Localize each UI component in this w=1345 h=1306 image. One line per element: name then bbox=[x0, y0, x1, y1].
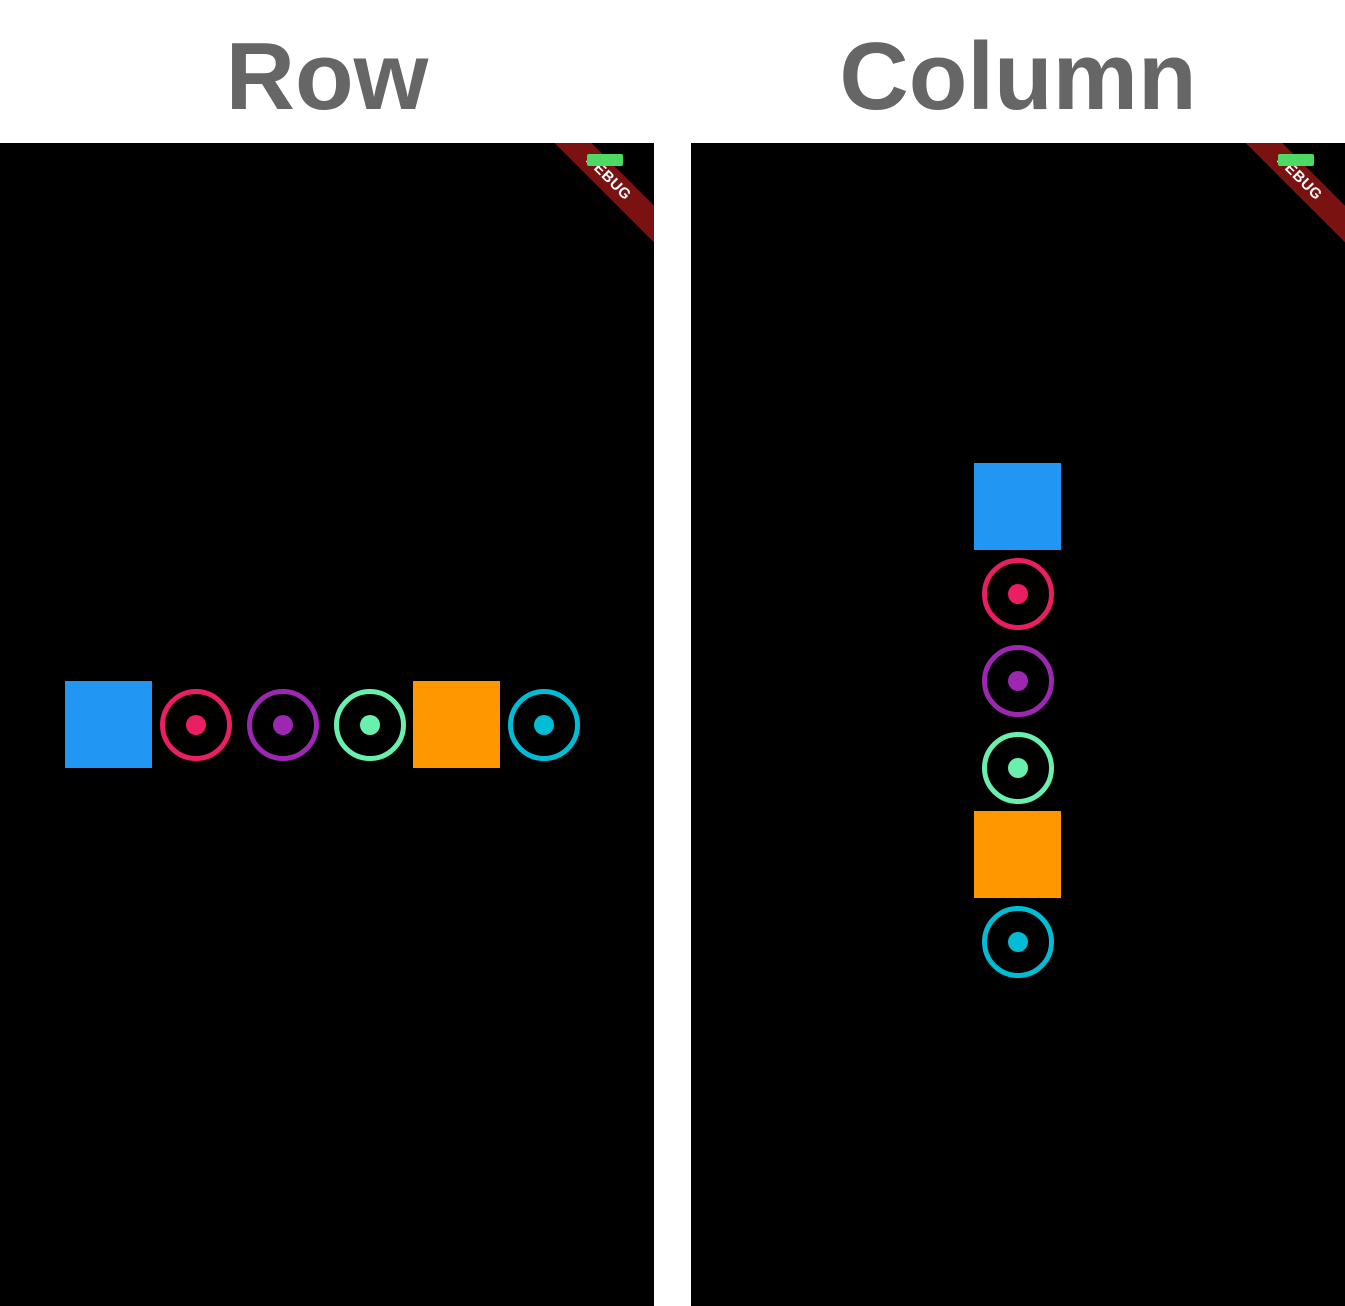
column-title: Column bbox=[839, 23, 1197, 130]
row-orange-square bbox=[413, 681, 500, 768]
radio-button-icon bbox=[981, 557, 1054, 630]
row-title: Row bbox=[225, 23, 429, 130]
battery-icon bbox=[587, 154, 623, 166]
column-layout bbox=[974, 463, 1061, 985]
column-cyan-radio bbox=[974, 898, 1061, 985]
radio-dot bbox=[1007, 583, 1028, 604]
radio-button-icon bbox=[333, 688, 406, 761]
radio-button-icon bbox=[246, 688, 319, 761]
radio-dot bbox=[272, 714, 293, 735]
radio-button-icon bbox=[159, 688, 232, 761]
column-orange-square bbox=[974, 811, 1061, 898]
radio-dot bbox=[533, 714, 554, 735]
radio-button-icon bbox=[507, 688, 580, 761]
radio-dot bbox=[359, 714, 380, 735]
row-screen: DEBUG bbox=[0, 143, 654, 1306]
row-pink-radio bbox=[152, 681, 239, 768]
row-layout bbox=[65, 681, 587, 768]
row-green-radio bbox=[326, 681, 413, 768]
radio-button-icon bbox=[981, 905, 1054, 978]
row-blue-square bbox=[65, 681, 152, 768]
column-green-radio bbox=[974, 724, 1061, 811]
row-cyan-radio bbox=[500, 681, 587, 768]
column-screen: DEBUG bbox=[691, 143, 1345, 1306]
radio-button-icon bbox=[981, 644, 1054, 717]
radio-dot bbox=[1007, 670, 1028, 691]
column-blue-square bbox=[974, 463, 1061, 550]
radio-dot bbox=[1007, 931, 1028, 952]
row-purple-radio bbox=[239, 681, 326, 768]
radio-dot bbox=[1007, 757, 1028, 778]
radio-dot bbox=[185, 714, 206, 735]
radio-button-icon bbox=[981, 731, 1054, 804]
column-purple-radio bbox=[974, 637, 1061, 724]
battery-icon bbox=[1278, 154, 1314, 166]
column-pink-radio bbox=[974, 550, 1061, 637]
